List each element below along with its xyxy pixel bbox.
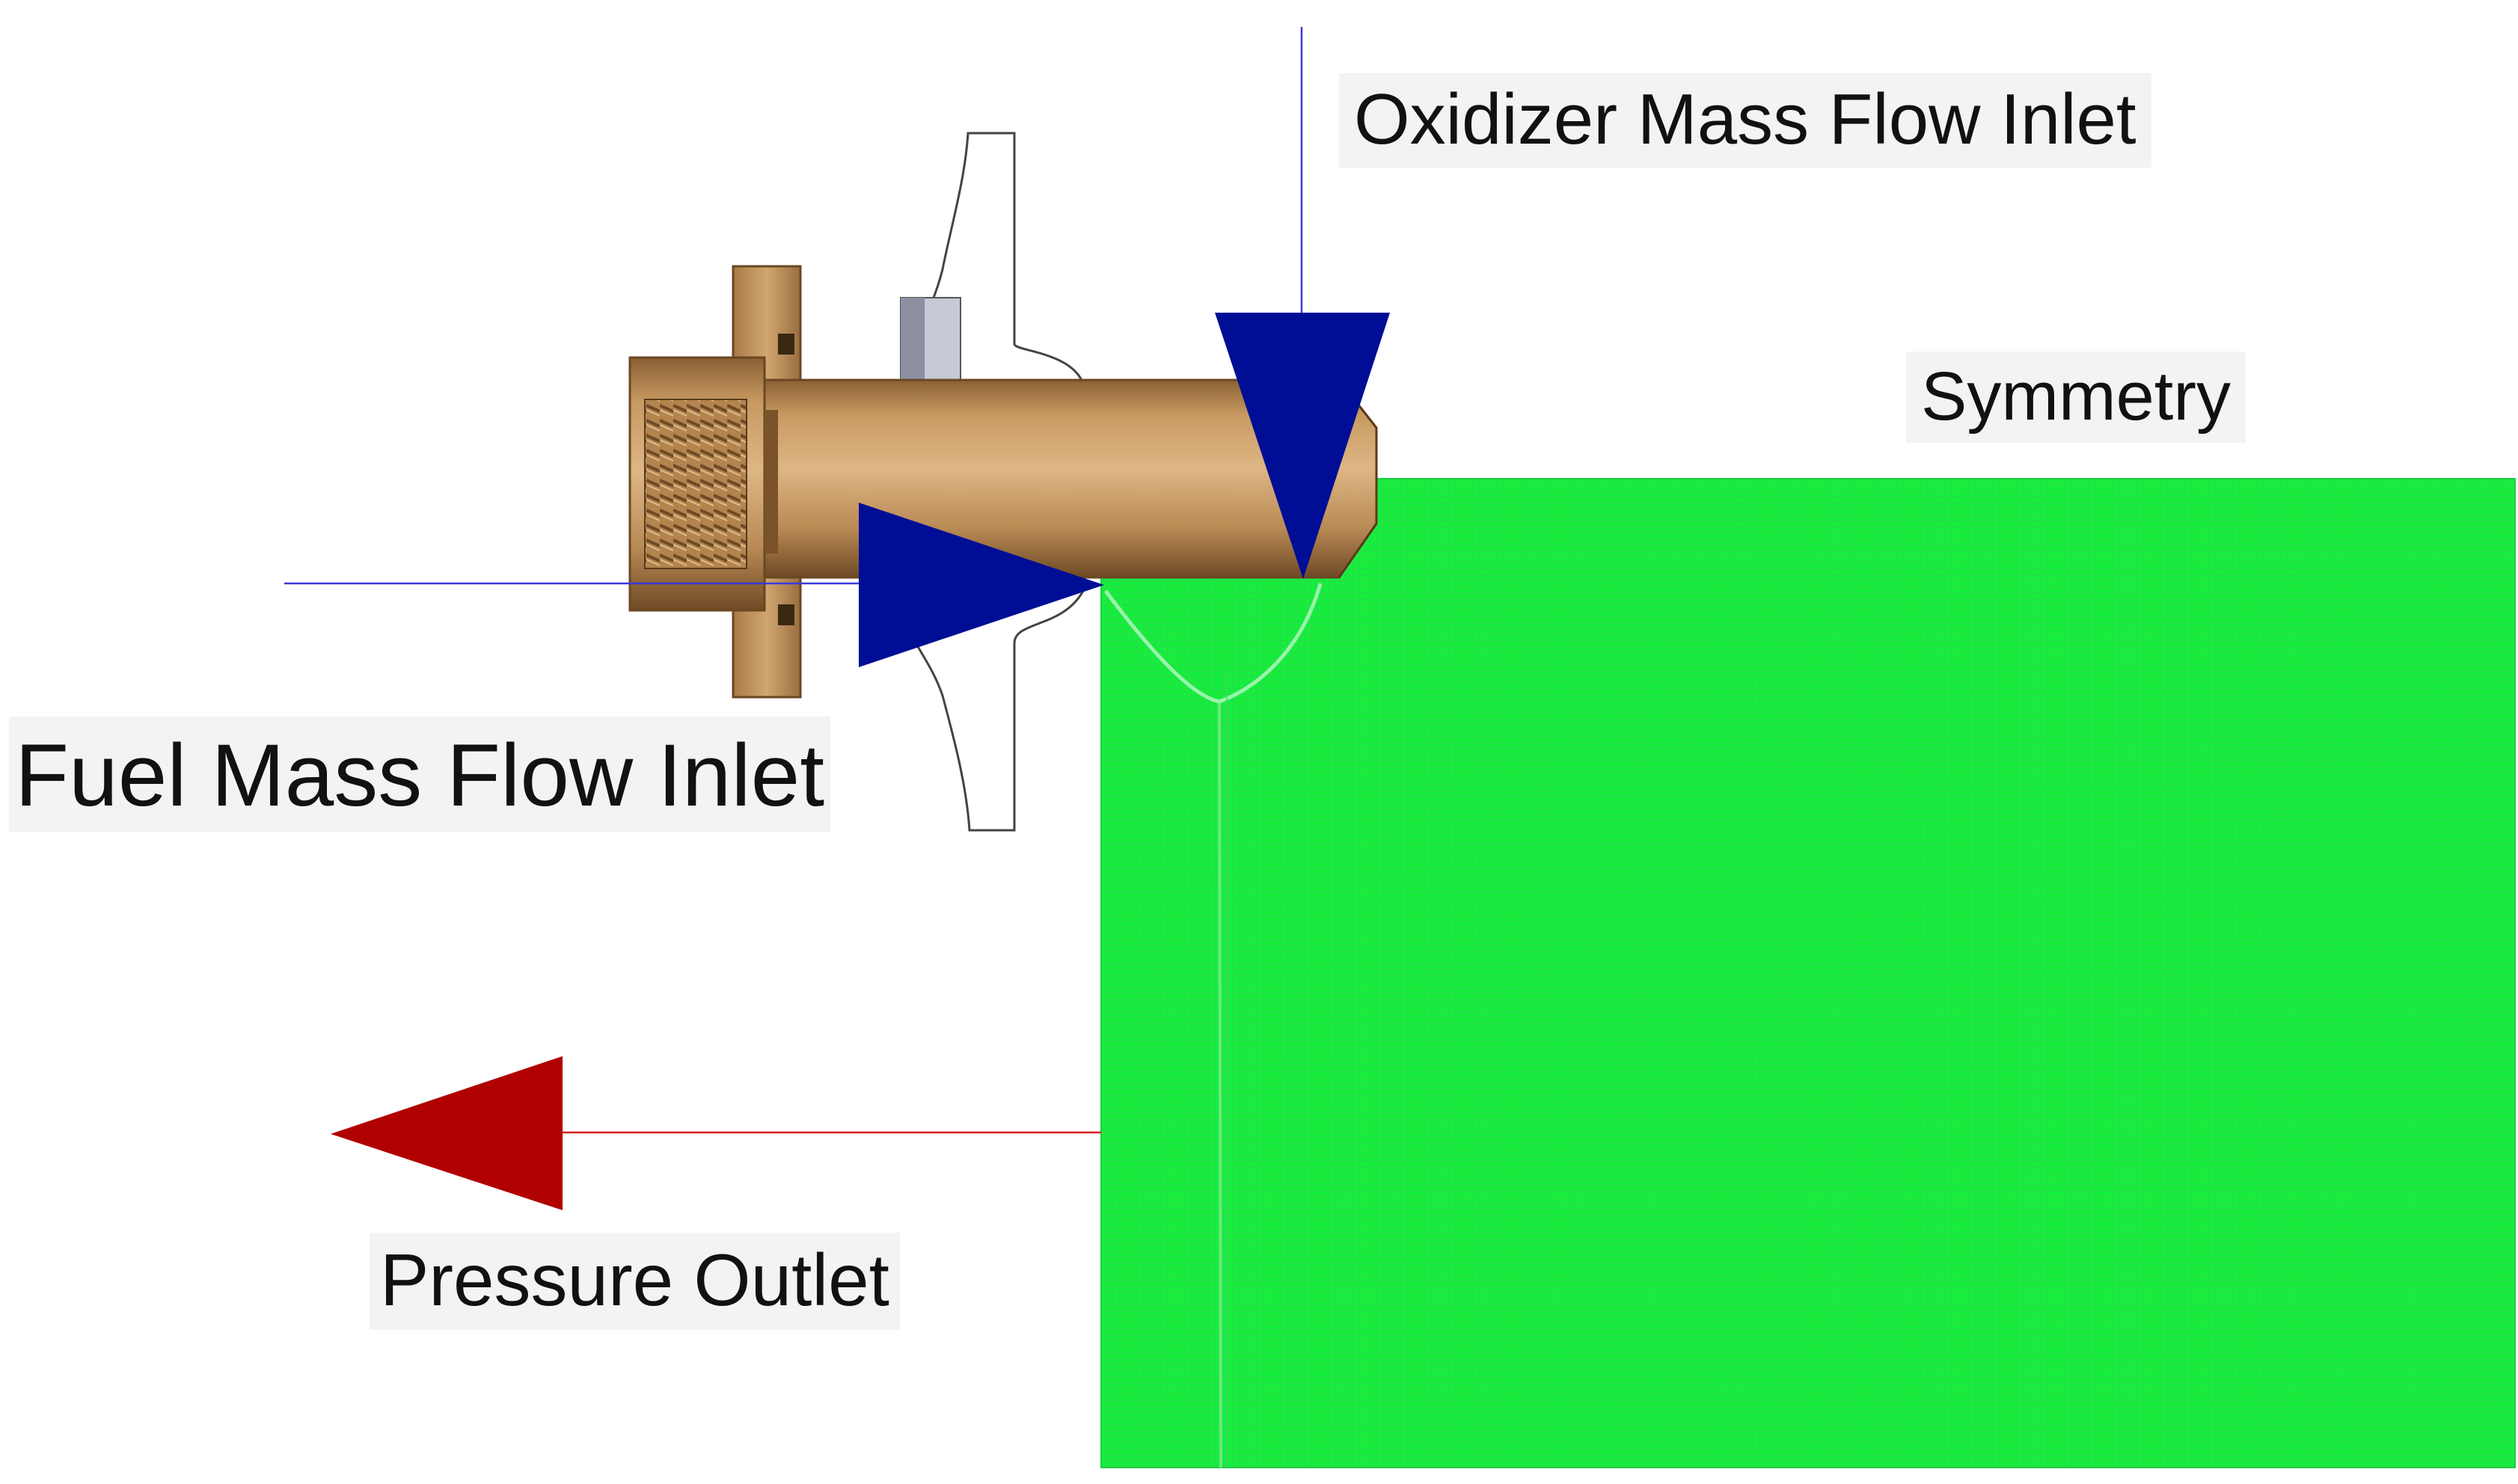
oxidizer-inlet-label: Oxidizer Mass Flow Inlet [1339,73,2151,168]
symmetry-label: Symmetry [1906,352,2246,443]
fuel-inlet-arrow [859,503,1104,667]
oxidizer-inlet-arrow [1215,313,1390,579]
mesh-domain [1100,478,2516,1468]
pressure-outlet-label: Pressure Outlet [370,1233,900,1330]
pressure-outlet-arrow [331,1056,563,1210]
fuel-inlet-label: Fuel Mass Flow Inlet [9,717,830,832]
